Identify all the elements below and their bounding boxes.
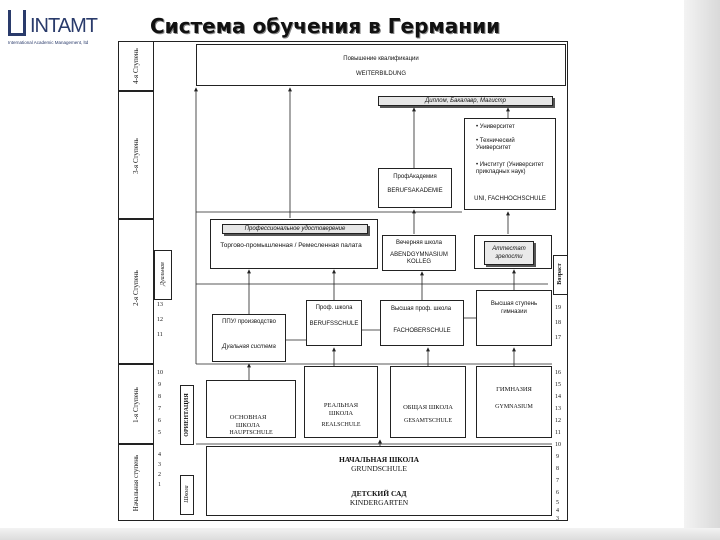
left-num: 9 xyxy=(158,382,161,388)
evening-school-box xyxy=(382,235,456,271)
abitur-banner xyxy=(484,241,534,265)
right-num: 12 xyxy=(555,418,561,424)
gesamtschule-box xyxy=(390,366,466,438)
left-num: 10 xyxy=(157,370,163,376)
school-cell xyxy=(180,475,194,515)
weiterbildung-ru: Повышение квалификации xyxy=(343,56,419,62)
right-num: 18 xyxy=(555,320,561,326)
page-right-shadow xyxy=(684,0,720,540)
right-num: 6 xyxy=(556,490,559,496)
degrees-banner xyxy=(378,96,553,106)
berufsschule-ru: Проф. школа xyxy=(315,305,353,311)
dual-system-text: Дуальная система xyxy=(222,344,276,350)
grundschule-de: GRUNDSCHULE xyxy=(351,464,407,473)
left-num: 2 xyxy=(158,472,161,478)
weiterbildung-de: WEITERBILDUNG xyxy=(355,71,406,77)
age-cell xyxy=(553,255,568,295)
evening-school-de: ABENDGYMNASIUM KOLLEG xyxy=(390,252,448,265)
berufsakademie-ru: ПрофАкадемия xyxy=(393,174,437,180)
gymnasium-ru: ГИМНАЗИЯ xyxy=(496,386,532,393)
level-4-cell xyxy=(118,41,154,91)
page-bottom-shadow xyxy=(0,528,720,540)
realschule-de: REALSCHULE xyxy=(321,422,361,428)
right-num: 17 xyxy=(555,335,561,341)
berufsschule-box xyxy=(306,300,362,346)
right-num: 4 xyxy=(556,508,559,514)
left-num: 13 xyxy=(157,302,163,308)
left-num: 1 xyxy=(158,482,161,488)
fachoberschule-de: FACHOBERSCHULE xyxy=(393,328,451,334)
upper-gym-text: Высшая ступень гимназии xyxy=(490,301,538,315)
left-num: 3 xyxy=(158,462,161,468)
gymnasium-box xyxy=(476,366,552,438)
grundschule-ru: НАЧАЛЬНАЯ ШКОЛА xyxy=(338,455,420,464)
logo-name: INTAMT xyxy=(30,15,98,37)
abitur-text: Аттестат зрелости xyxy=(492,246,526,260)
hauptschule-box xyxy=(206,380,296,438)
realschule-ru: РЕАЛЬНАЯ ШКОЛА xyxy=(323,402,359,417)
left-num: 4 xyxy=(158,452,161,458)
realschule-box xyxy=(304,366,378,438)
degrees-text: Диплом, Бакалавр, Магистр xyxy=(425,98,506,104)
right-num: 7 xyxy=(556,478,559,484)
prof-cert-banner xyxy=(222,224,368,234)
gymnasium-de: GYMNASIUM xyxy=(495,404,533,410)
level-3-cell xyxy=(118,91,154,219)
right-num: 9 xyxy=(556,454,559,460)
dual-side-cell xyxy=(154,250,172,300)
right-num: 14 xyxy=(555,394,561,400)
university-item: • Институт (Университет прикладных наук) xyxy=(476,162,544,175)
right-num: 11 xyxy=(555,430,561,436)
ppu-text: ППУ/ производство xyxy=(222,319,276,325)
left-num: 5 xyxy=(158,430,161,436)
right-num: 5 xyxy=(556,500,559,506)
berufsakademie-box xyxy=(378,168,452,208)
berufsschule-de: BERUFSSCHULE xyxy=(309,321,359,327)
logo-tagline: International Academic Management, ltd xyxy=(8,40,89,45)
page-title: Система обучения в Германии xyxy=(150,14,501,38)
level-2-cell xyxy=(118,219,154,364)
orientation-cell xyxy=(180,385,194,445)
kindergarten-ru: ДЕТСКИЙ САД xyxy=(351,489,407,498)
university-item: • Технический Университет xyxy=(476,138,515,151)
left-num: 11 xyxy=(157,332,163,338)
left-num: 7 xyxy=(158,406,161,412)
right-num: 8 xyxy=(556,466,559,472)
grundschule-box xyxy=(206,446,552,516)
kindergarten-de: KINDERGARTEN xyxy=(349,498,409,507)
ppu-box xyxy=(212,314,286,362)
left-num: 8 xyxy=(158,394,161,400)
right-num: 15 xyxy=(555,382,561,388)
right-num: 10 xyxy=(555,442,561,448)
fachoberschule-ru: Высшая проф. школа xyxy=(390,306,452,312)
fachoberschule-box xyxy=(380,300,464,346)
level-1-cell xyxy=(118,364,154,444)
left-num: 6 xyxy=(158,418,161,424)
logo-mark-icon xyxy=(8,10,26,36)
hauptschule-ru: ОСНОВНАЯ ШКОЛА xyxy=(229,414,267,429)
university-item: • Университет xyxy=(476,124,515,130)
berufsakademie-de: BERUFSAKADEMIE xyxy=(387,188,443,194)
upper-gym-box xyxy=(476,290,552,346)
gesamtschule-de: GESAMTSCHULE xyxy=(403,418,452,424)
right-num: 19 xyxy=(555,305,561,311)
prof-cert-text: Профессиональное удостоверение xyxy=(244,226,346,232)
left-num: 12 xyxy=(157,317,163,323)
hauptschule-de: HAUPTSCHULE xyxy=(229,430,273,436)
evening-school-ru: Вечерняя школа xyxy=(396,240,442,246)
right-num: 13 xyxy=(555,406,561,412)
right-num: 3 xyxy=(556,516,559,522)
trade-chamber-text: Торгово-промышленная / Ремесленная палат… xyxy=(220,242,362,249)
right-num: 16 xyxy=(555,370,561,376)
level-0-cell xyxy=(118,444,154,521)
university-de: UNI, FACHHOCHSCHULE xyxy=(474,196,546,202)
university-box xyxy=(464,118,556,210)
gesamtschule-ru: ОБЩАЯ ШКОЛА xyxy=(403,404,453,411)
logo: INTAMT International Academic Management… xyxy=(8,10,138,50)
weiterbildung-box xyxy=(196,44,566,86)
